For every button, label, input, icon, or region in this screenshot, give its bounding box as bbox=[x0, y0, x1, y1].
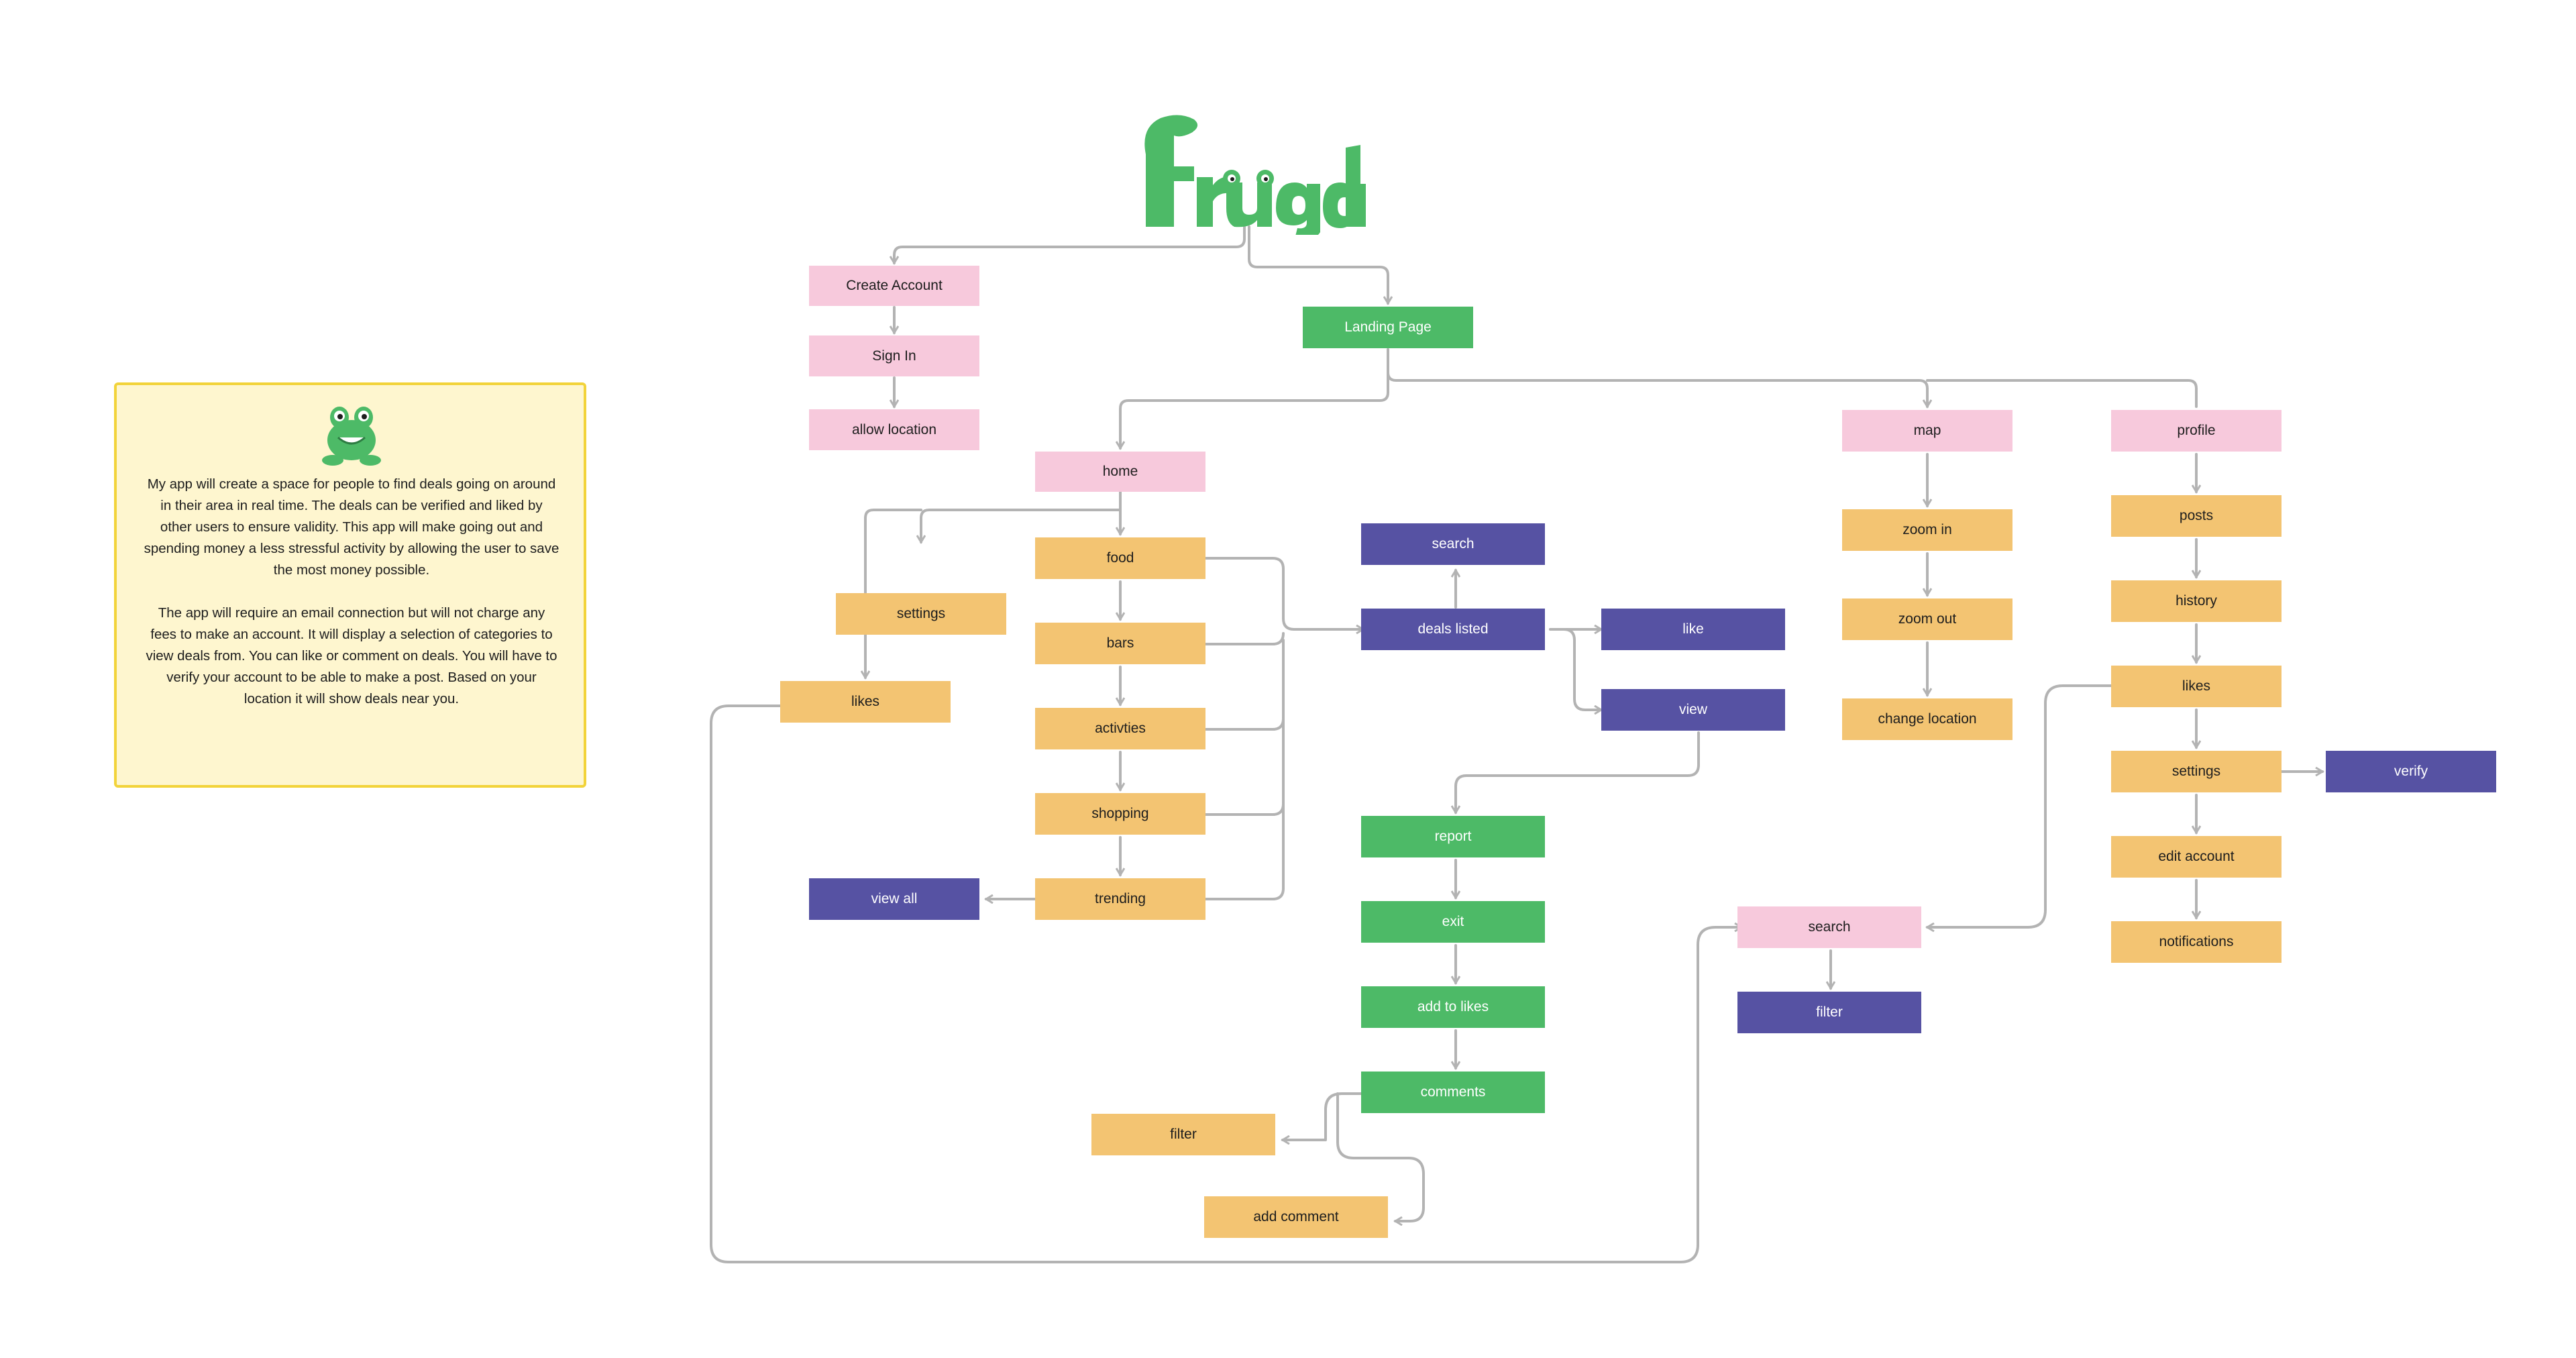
add-comment-node[interactable]: add comment bbox=[1204, 1196, 1388, 1238]
deals-listed-node[interactable]: deals listed bbox=[1361, 609, 1545, 650]
like-node[interactable]: like bbox=[1601, 609, 1785, 650]
comments-filter-node[interactable]: filter bbox=[1091, 1114, 1275, 1155]
profile-likes-node[interactable]: likes bbox=[2111, 666, 2282, 707]
landing-page-node[interactable]: Landing Page bbox=[1303, 307, 1473, 348]
connector-comments-filter bbox=[1283, 1092, 1364, 1140]
description-note: My app will create a space for people to… bbox=[114, 382, 586, 788]
connector-food-deals bbox=[1204, 557, 1363, 629]
comments-node[interactable]: comments bbox=[1361, 1072, 1545, 1113]
map-node[interactable]: map bbox=[1842, 410, 2012, 452]
notifications-node[interactable]: notifications bbox=[2111, 921, 2282, 963]
verify-node[interactable]: verify bbox=[2326, 751, 2496, 792]
connector-landing-map bbox=[1387, 348, 1927, 407]
connector-trending-deals bbox=[1204, 802, 1285, 900]
view-all-node[interactable]: view all bbox=[809, 878, 979, 920]
food-node[interactable]: food bbox=[1035, 537, 1205, 579]
deals-search-node[interactable]: search bbox=[1361, 523, 1545, 565]
activities-node[interactable]: activties bbox=[1035, 708, 1205, 749]
change-location-node[interactable]: change location bbox=[1842, 698, 2012, 740]
create-account-node[interactable]: Create Account bbox=[809, 266, 979, 306]
report-node[interactable]: report bbox=[1361, 816, 1545, 857]
connector-bars-deals bbox=[1204, 632, 1285, 645]
home-node[interactable]: home bbox=[1035, 452, 1205, 492]
connector-likes-search-loop bbox=[710, 704, 1741, 1263]
frog-logo-icon bbox=[1144, 115, 1366, 235]
profile-node[interactable]: profile bbox=[2111, 410, 2282, 452]
zoom-out-node[interactable]: zoom out bbox=[1842, 598, 2012, 640]
trending-node[interactable]: trending bbox=[1035, 878, 1205, 920]
view-node[interactable]: view bbox=[1601, 689, 1785, 731]
allow-location-node[interactable]: allow location bbox=[809, 409, 979, 450]
app-description-text: My app will create a space for people to… bbox=[144, 476, 559, 707]
bars-node[interactable]: bars bbox=[1035, 623, 1205, 664]
sign-in-node[interactable]: Sign In bbox=[809, 335, 979, 376]
connector-landing-home bbox=[1120, 348, 1389, 448]
connector-logo-landing-page bbox=[1248, 225, 1388, 303]
connector-deals-view bbox=[1549, 628, 1601, 710]
home-settings-node[interactable]: settings bbox=[836, 593, 1006, 635]
shopping-node[interactable]: shopping bbox=[1035, 793, 1205, 835]
profile-settings-node[interactable]: settings bbox=[2111, 751, 2282, 792]
likes-search-node[interactable]: search bbox=[1737, 906, 1921, 948]
history-node[interactable]: history bbox=[2111, 580, 2282, 622]
likes-filter-node[interactable]: filter bbox=[1737, 992, 1921, 1033]
frog-icon bbox=[322, 407, 381, 466]
exit-node[interactable]: exit bbox=[1361, 901, 1545, 943]
zoom-in-node[interactable]: zoom in bbox=[1842, 509, 2012, 551]
home-likes-node[interactable]: likes bbox=[780, 681, 951, 723]
add-to-likes-node[interactable]: add to likes bbox=[1361, 986, 1545, 1028]
frugal-logo bbox=[1144, 115, 1366, 235]
connector-view-report bbox=[1456, 731, 1700, 813]
connector-activities-deals bbox=[1204, 639, 1285, 731]
connector-shopping-deals bbox=[1204, 717, 1285, 816]
edit-account-node[interactable]: edit account bbox=[2111, 836, 2282, 878]
posts-node[interactable]: posts bbox=[2111, 495, 2282, 537]
connector-landing-profile bbox=[1926, 379, 2198, 408]
